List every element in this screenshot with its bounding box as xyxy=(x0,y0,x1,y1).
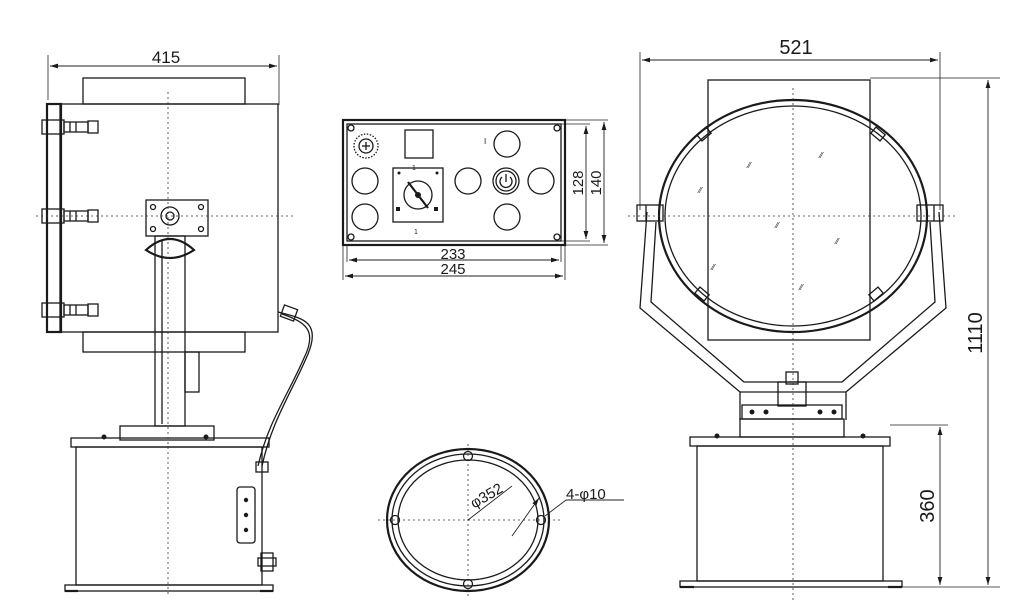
svg-text:⁄⁄: ⁄⁄ xyxy=(798,283,804,292)
lens-marks: ⁄⁄ ⁄⁄ ⁄⁄ ⁄⁄ ⁄⁄ ⁄⁄ ⁄⁄ xyxy=(697,151,840,292)
dimension-panel-outer-height: 140 xyxy=(588,170,605,195)
lamp-front-rim xyxy=(45,102,63,334)
lamp-clamps xyxy=(41,119,99,318)
base-plate-view: φ352 4-φ10 xyxy=(378,444,624,596)
svg-text:⁄⁄: ⁄⁄ xyxy=(697,186,703,195)
base-cylinder-front xyxy=(696,445,884,582)
panel-button-5[interactable] xyxy=(527,167,555,195)
svg-text:⁄⁄: ⁄⁄ xyxy=(746,161,752,170)
switch-mark-bottom: 1 xyxy=(414,229,418,236)
dimension-mount-holes: 4-φ10 xyxy=(566,486,606,503)
power-button[interactable] xyxy=(492,167,520,195)
panel-button-2[interactable] xyxy=(351,203,379,231)
base-foot-front xyxy=(679,580,903,588)
dimension-total-height: 1110 xyxy=(965,312,987,354)
svg-text:⁄⁄: ⁄⁄ xyxy=(834,237,840,246)
svg-text:⁄⁄: ⁄⁄ xyxy=(774,221,780,230)
svg-text:⁄⁄: ⁄⁄ xyxy=(710,263,716,272)
dimension-panel-inner-height: 128 xyxy=(570,170,587,195)
front-view: 521 ⁄⁄ ⁄⁄ ⁄⁄ ⁄⁄ ⁄⁄ ⁄⁄ ⁄⁄ xyxy=(628,37,1000,600)
column-top-front xyxy=(777,381,807,407)
turntable xyxy=(741,404,843,420)
junction-box xyxy=(236,486,256,544)
rotary-switch[interactable] xyxy=(392,167,444,223)
panel-button-1[interactable] xyxy=(351,167,379,195)
column-flange xyxy=(119,425,215,441)
dimension-panel-inner-width: 233 xyxy=(440,246,465,263)
lamp-bottom-plate xyxy=(82,331,246,353)
dimension-bolt-circle: φ352 xyxy=(467,480,506,512)
base-cylinder-side xyxy=(75,446,263,586)
control-panel: I 1 1 233 245 xyxy=(341,118,608,280)
switch-mark-top: 1 xyxy=(412,165,416,172)
dimmer-knob[interactable] xyxy=(353,133,379,159)
lamp-housing-front xyxy=(707,79,871,341)
cable-gland xyxy=(260,552,274,572)
panel-button-4[interactable] xyxy=(493,130,521,158)
column xyxy=(154,235,186,427)
side-view: 415 xyxy=(36,48,314,596)
base-foot-side xyxy=(64,584,274,592)
mount-hole-right xyxy=(535,514,547,526)
lamp-housing-side xyxy=(59,103,279,333)
panel-outline xyxy=(341,118,567,247)
lamp-top-plate xyxy=(82,77,246,105)
yoke-frame-outer xyxy=(639,211,947,393)
base-top-plate-front xyxy=(689,436,891,447)
dimension-base-height: 360 xyxy=(917,489,939,522)
lens-clips xyxy=(693,126,887,302)
pivot-left xyxy=(636,204,664,222)
panel-button-6[interactable] xyxy=(493,203,521,231)
panel-button-3[interactable] xyxy=(454,167,482,195)
indicator-window xyxy=(404,129,434,159)
dimension-front-width: 521 xyxy=(779,37,812,59)
svg-text:⁄⁄: ⁄⁄ xyxy=(818,151,824,160)
cable xyxy=(261,311,314,467)
tilt-handle xyxy=(144,237,196,260)
dimension-panel-outer-width: 245 xyxy=(440,261,465,278)
dimension-side-width: 415 xyxy=(152,48,180,67)
pivot-right xyxy=(916,204,944,222)
button-mark: I xyxy=(484,137,486,146)
